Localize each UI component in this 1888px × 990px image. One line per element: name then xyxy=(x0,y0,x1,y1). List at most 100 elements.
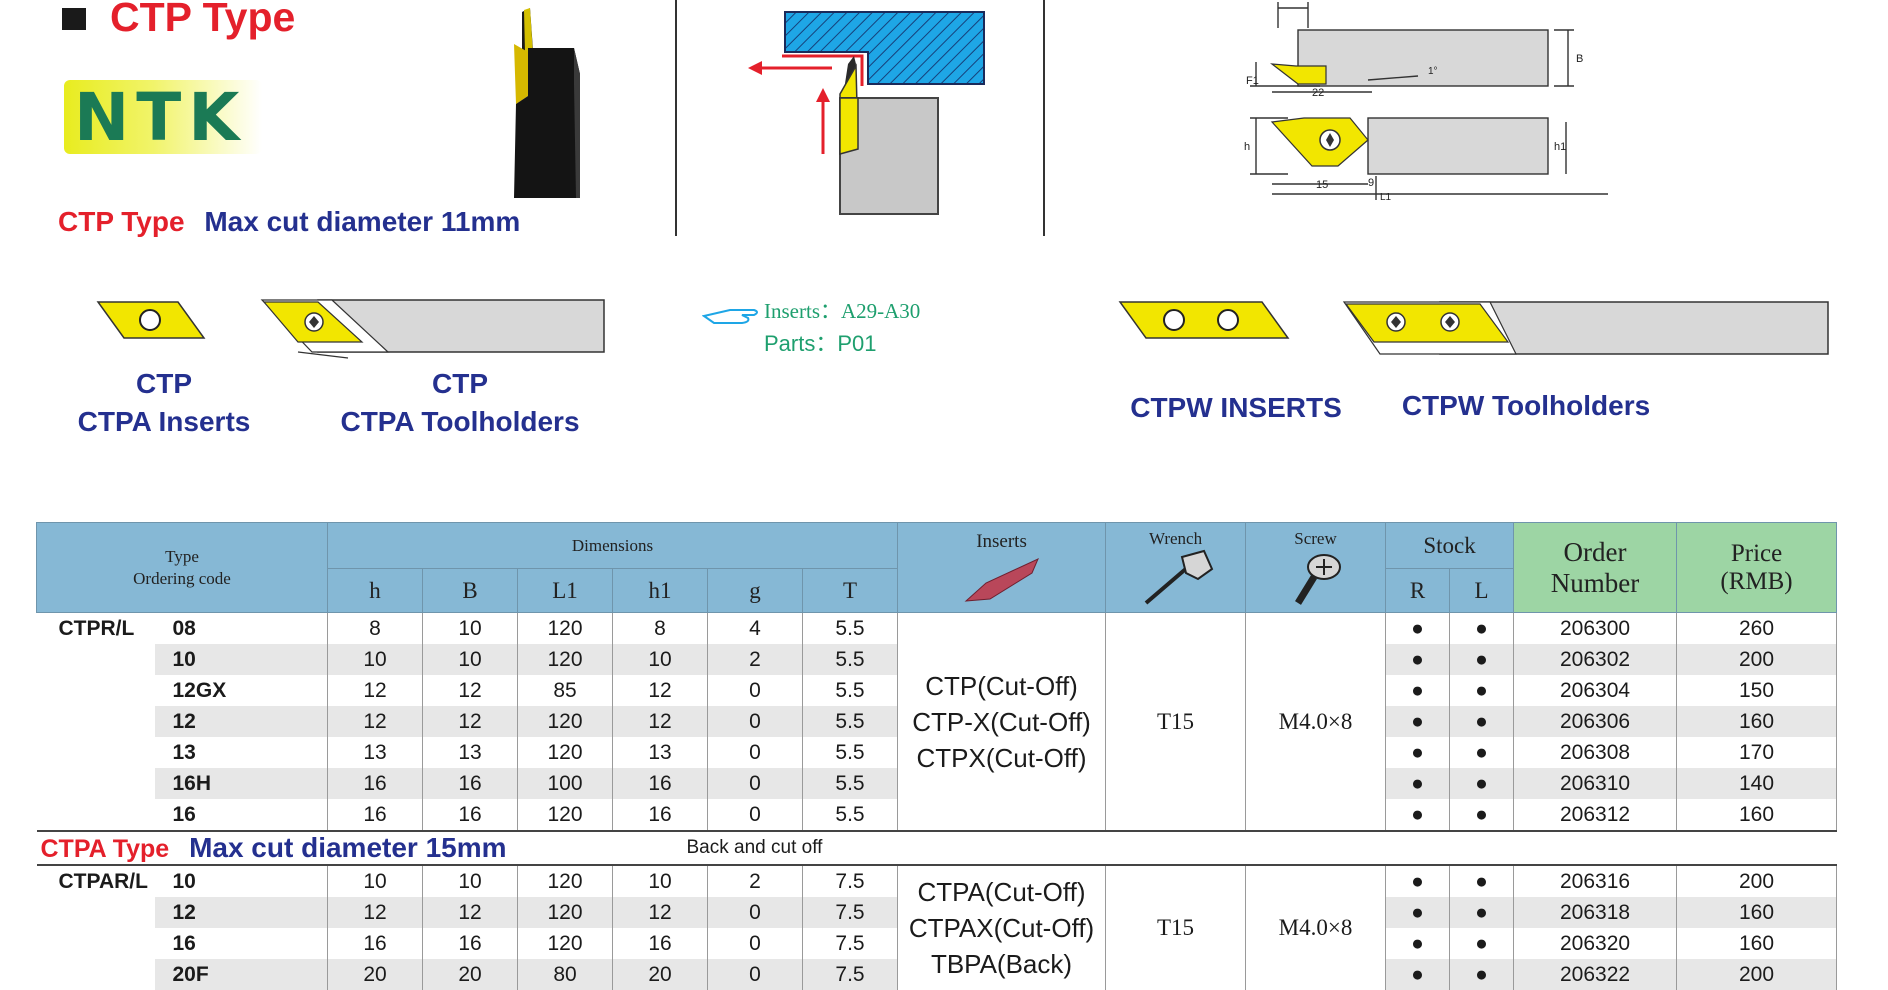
dim-b-cell: 16 xyxy=(422,768,518,799)
caption-type: CTP Type xyxy=(58,206,185,237)
insert-name: CTP(Cut-Off) xyxy=(925,670,1078,701)
code-suffix: 13 xyxy=(172,740,196,764)
col-header-price: Price (RMB) xyxy=(1676,522,1838,613)
dim-h-cell: 8 xyxy=(327,612,423,644)
inserts-cell: CTPA(Cut-Off)CTPAX(Cut-Off)TBPA(Back) xyxy=(897,865,1107,990)
dim-b-cell: 16 xyxy=(422,799,518,831)
insert-name: CTPX(Cut-Off) xyxy=(916,742,1087,773)
dim-h-cell: 16 xyxy=(327,768,423,799)
cutting-diagram xyxy=(748,11,985,215)
code-suffix: 10 xyxy=(172,647,196,671)
stock-r-cell: ● xyxy=(1385,865,1451,897)
price-cell: 200 xyxy=(1676,644,1838,675)
col-header-screw: Screw xyxy=(1245,522,1387,613)
price-cell: 160 xyxy=(1676,799,1838,831)
ctp-toolholder-icon xyxy=(260,299,605,359)
code-prefix: CTPR/L xyxy=(58,616,135,640)
caption-desc: Max cut diameter 11mm xyxy=(204,206,521,237)
dim-b-cell: 12 xyxy=(422,897,518,928)
section-note: Back and cut off xyxy=(686,837,823,858)
stock-r-cell: ● xyxy=(1385,737,1451,768)
label-line: CTP xyxy=(432,368,488,399)
label-h: h xyxy=(1244,141,1250,153)
dim-t-cell: 5.5 xyxy=(801,768,899,799)
price-cell: 200 xyxy=(1676,865,1838,897)
screw-cell: M4.0×8 xyxy=(1245,865,1387,990)
order-number-cell: 206304 xyxy=(1513,675,1678,706)
divider xyxy=(1043,0,1045,236)
dim-g-cell: 0 xyxy=(707,737,803,768)
code-suffix: 12 xyxy=(172,709,196,733)
dim-l1-cell: 120 xyxy=(517,612,613,644)
order-number-cell: 206306 xyxy=(1513,706,1678,737)
dim-h-cell: 13 xyxy=(327,737,423,768)
ctpw-toolholders-label: CTPW Toolholders xyxy=(1401,390,1651,421)
dim-b-cell: 12 xyxy=(422,706,518,737)
dimension-drawing: F1 B 1° 22 h h1 15 9 L1 xyxy=(1244,2,1608,203)
dim-h-cell: 10 xyxy=(327,865,423,897)
order-number-cell: 206320 xyxy=(1513,928,1678,959)
header-text: Wrench xyxy=(1148,529,1203,548)
dim-l1-cell: 80 xyxy=(517,959,613,990)
ordering-code-cell: 16H xyxy=(36,768,328,799)
stock-l-cell: ● xyxy=(1449,959,1515,990)
spec-table: Type Ordering code Dimensions Inserts Wr… xyxy=(36,521,1838,990)
col-header-stock-r: R xyxy=(1385,568,1451,613)
dim-g-cell: 4 xyxy=(707,612,803,644)
stock-r-cell: ● xyxy=(1385,644,1451,675)
code-suffix: 20F xyxy=(172,962,209,986)
parts-reference: Parts：P01 xyxy=(764,331,877,356)
price-cell: 160 xyxy=(1676,928,1838,959)
dim-t-cell: 5.5 xyxy=(801,737,899,768)
stock-l-cell: ● xyxy=(1449,865,1515,897)
col-header-h1: h1 xyxy=(612,568,708,613)
order-number-cell: 206312 xyxy=(1513,799,1678,831)
label-h1: h1 xyxy=(1554,141,1566,153)
dim-t-cell: 7.5 xyxy=(801,959,899,990)
stock-r-cell: ● xyxy=(1385,897,1451,928)
inserts-cell: CTP(Cut-Off) CTP-X(Cut-Off) CTPX(Cut-Off) xyxy=(897,612,1107,831)
label-line: CTPA Inserts xyxy=(77,406,251,437)
ctpw-insert-icon xyxy=(1118,301,1290,339)
stock-r-cell: ● xyxy=(1385,612,1451,644)
insert-blade-icon xyxy=(964,558,1039,602)
order-number-cell: 206308 xyxy=(1513,737,1678,768)
order-number-cell: 206316 xyxy=(1513,865,1678,897)
stock-l-cell: ● xyxy=(1449,706,1515,737)
insert-name: CTP-X(Cut-Off) xyxy=(912,706,1091,737)
ordering-code-cell: 16 xyxy=(36,799,328,831)
dim-l1-cell: 120 xyxy=(517,799,613,831)
dim-g-cell: 2 xyxy=(707,865,803,897)
section-desc: Max cut diameter 15mm xyxy=(189,832,507,863)
dim-h1-cell: 12 xyxy=(612,675,708,706)
dim-h-cell: 12 xyxy=(327,706,423,737)
code-suffix: 16H xyxy=(172,771,212,795)
price-cell: 160 xyxy=(1676,897,1838,928)
toolholder-photo xyxy=(514,8,580,198)
wrench-cell: T15 xyxy=(1105,612,1247,831)
order-number-cell: 206318 xyxy=(1513,897,1678,928)
inserts-reference: Inserts：A29-A30 xyxy=(764,299,921,323)
ctpw-toolholder-icon xyxy=(1342,301,1829,355)
code-suffix: 16 xyxy=(172,802,196,826)
col-header-order-number: Order Number xyxy=(1513,522,1678,613)
dim-h-cell: 10 xyxy=(327,644,423,675)
ctp-caption: CTP Type Max cut diameter 11mm xyxy=(58,206,520,238)
header-text: Order xyxy=(1563,536,1627,567)
dim-h1-cell: 20 xyxy=(612,959,708,990)
order-number-cell: 206302 xyxy=(1513,644,1678,675)
dim-l1-cell: 100 xyxy=(517,768,613,799)
header-text: Ordering code xyxy=(133,568,231,588)
section-type: CTPA Type xyxy=(40,835,170,863)
dim-h1-cell: 16 xyxy=(612,768,708,799)
col-header-stock-l: L xyxy=(1449,568,1515,613)
dim-b-cell: 20 xyxy=(422,959,518,990)
brand-logo-text: NTK xyxy=(74,79,247,156)
dim-b-cell: 16 xyxy=(422,928,518,959)
ctp-toolholders-label: CTP CTPA Toolholders xyxy=(318,368,602,438)
